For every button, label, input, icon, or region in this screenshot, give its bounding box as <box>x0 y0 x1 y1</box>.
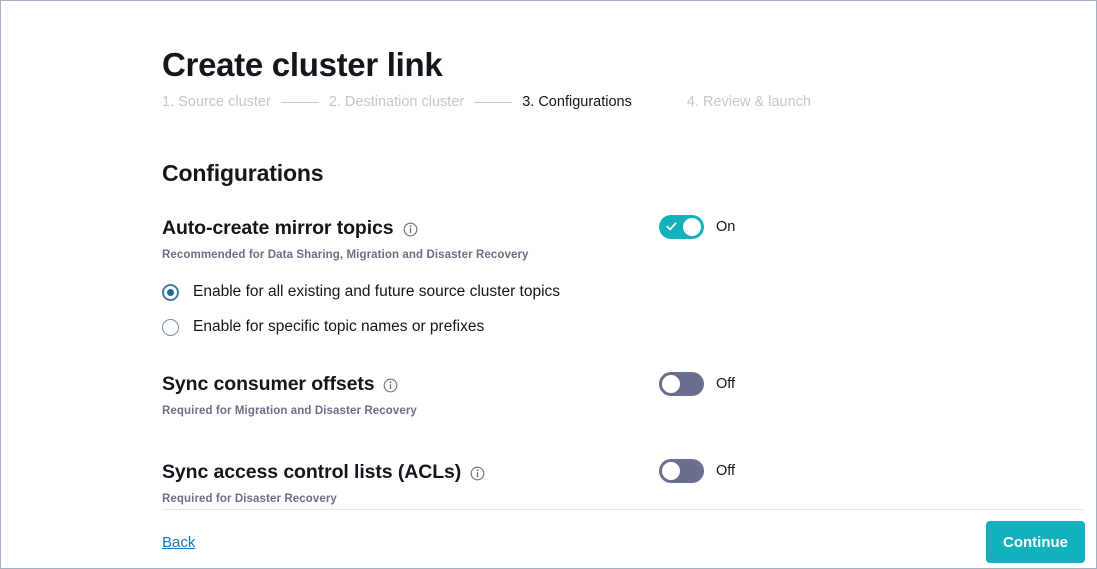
breadcrumb: 1. Source cluster 2. Destination cluster… <box>162 93 811 111</box>
toggle-sync-consumer-offsets-wrap: Off <box>659 372 735 396</box>
setting-subtitle: Recommended for Data Sharing, Migration … <box>162 249 529 261</box>
radio-option-specific-topics[interactable]: Enable for specific topic names or prefi… <box>162 314 560 340</box>
setting-sync-access-control-lists: Sync access control lists (ACLs) Require… <box>162 457 1085 507</box>
toggle-state-label: On <box>716 219 736 235</box>
page-title: Create cluster link <box>162 46 443 83</box>
setting-subtitle: Required for Disaster Recovery <box>162 493 337 505</box>
toggle-sync-acls-wrap: Off <box>659 459 735 483</box>
step-configurations[interactable]: 3. Configurations <box>522 94 632 110</box>
setting-sync-consumer-offsets: Sync consumer offsets Required for Migra… <box>162 369 1085 419</box>
radio-button-specific-topics[interactable] <box>162 318 179 336</box>
info-icon[interactable] <box>383 378 398 393</box>
step-source-cluster[interactable]: 1. Source cluster <box>162 94 271 110</box>
check-icon <box>666 222 677 231</box>
toggle-sync-acls[interactable] <box>659 459 704 483</box>
mirror-topics-scope-options: Enable for all existing and future sourc… <box>162 279 560 349</box>
wizard-footer: Back Continue <box>162 509 1085 568</box>
step-review-and-launch[interactable]: 4. Review & launch <box>686 94 811 110</box>
toggle-state-label: Off <box>716 376 736 392</box>
toggle-knob <box>662 462 680 480</box>
radio-button-all-topics[interactable] <box>162 283 179 301</box>
page-content: Create cluster link 1. Source cluster 2.… <box>162 1 1085 568</box>
section-heading: Configurations <box>162 160 324 186</box>
toggle-knob <box>662 375 680 393</box>
continue-button[interactable]: Continue <box>986 521 1085 563</box>
setting-title: Auto-create mirror topics <box>162 217 394 239</box>
radio-label-specific-topics: Enable for specific topic names or prefi… <box>193 318 485 335</box>
info-icon[interactable] <box>403 222 418 237</box>
radio-label-all-topics: Enable for all existing and future sourc… <box>193 283 561 300</box>
step-connector-2 <box>474 101 513 103</box>
toggle-sync-consumer-offsets[interactable] <box>659 372 704 396</box>
setting-header: Sync access control lists (ACLs) <box>162 457 1085 487</box>
info-icon[interactable] <box>470 466 485 481</box>
setting-title: Sync consumer offsets <box>162 373 375 395</box>
setting-title: Sync access control lists (ACLs) <box>162 461 462 483</box>
setting-subtitle: Required for Migration and Disaster Reco… <box>162 405 417 417</box>
setting-header: Sync consumer offsets <box>162 369 1085 399</box>
radio-option-all-topics[interactable]: Enable for all existing and future sourc… <box>162 279 560 305</box>
footer-divider <box>162 509 1085 510</box>
toggle-auto-create-mirror-topics[interactable] <box>659 215 704 239</box>
step-destination-cluster[interactable]: 2. Destination cluster <box>328 94 465 110</box>
toggle-state-label: Off <box>716 463 736 479</box>
back-link[interactable]: Back <box>162 534 196 551</box>
toggle-auto-create-mirror-topics-wrap: On <box>659 215 735 239</box>
step-connector-1 <box>280 101 319 103</box>
setting-header: Auto-create mirror topics <box>162 213 1085 243</box>
toggle-knob <box>683 218 701 236</box>
setting-auto-create-mirror-topics: Auto-create mirror topics Recommended fo… <box>162 213 1085 263</box>
